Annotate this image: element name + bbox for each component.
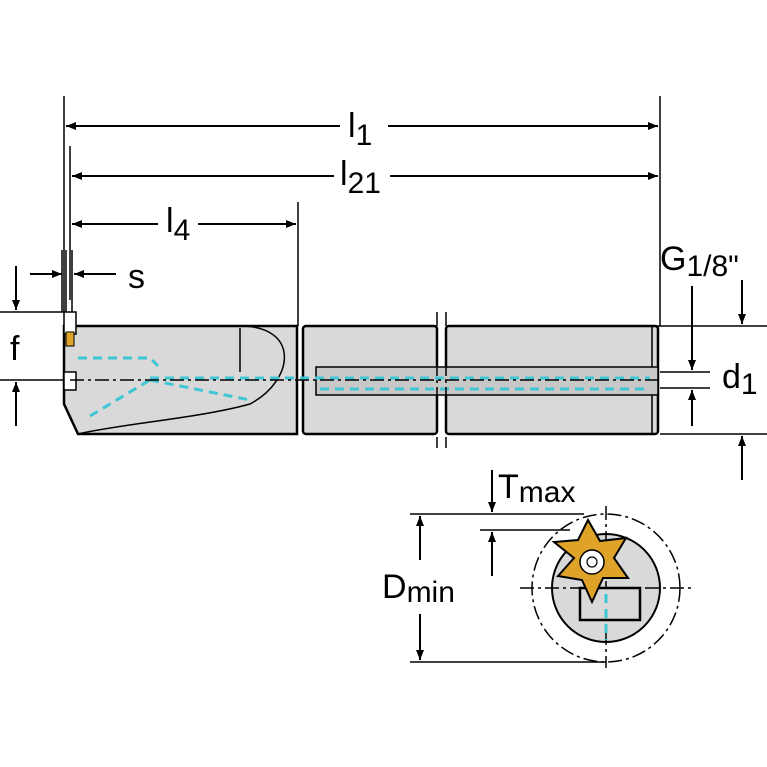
s-label: s xyxy=(128,258,145,296)
end-view xyxy=(520,506,692,668)
svg-text:Tmax: Tmax xyxy=(498,468,575,509)
tool-side-view xyxy=(62,311,660,448)
dim-d1: d1 xyxy=(688,286,758,426)
extension-lines xyxy=(0,96,767,435)
f-label: f xyxy=(10,330,20,368)
head-insert xyxy=(65,331,75,347)
svg-text:l1: l1 xyxy=(348,107,372,152)
dim-g: G1/8" xyxy=(660,240,746,480)
dim-l1: l1 xyxy=(66,107,658,152)
svg-text:G1/8": G1/8" xyxy=(660,240,739,283)
dim-l21: l21 xyxy=(72,155,658,200)
dim-tmax: Tmax xyxy=(410,468,584,576)
svg-text:d1: d1 xyxy=(722,358,758,401)
screw-icon xyxy=(579,549,605,575)
svg-text:l4: l4 xyxy=(166,202,190,247)
svg-text:l21: l21 xyxy=(340,155,381,200)
dim-s: s xyxy=(30,258,145,296)
dim-l4: l4 xyxy=(72,202,296,247)
dim-dmin: Dmin xyxy=(382,516,606,663)
central-bore xyxy=(315,366,659,396)
dim-f: f xyxy=(10,266,20,426)
svg-text:Dmin: Dmin xyxy=(382,568,455,609)
